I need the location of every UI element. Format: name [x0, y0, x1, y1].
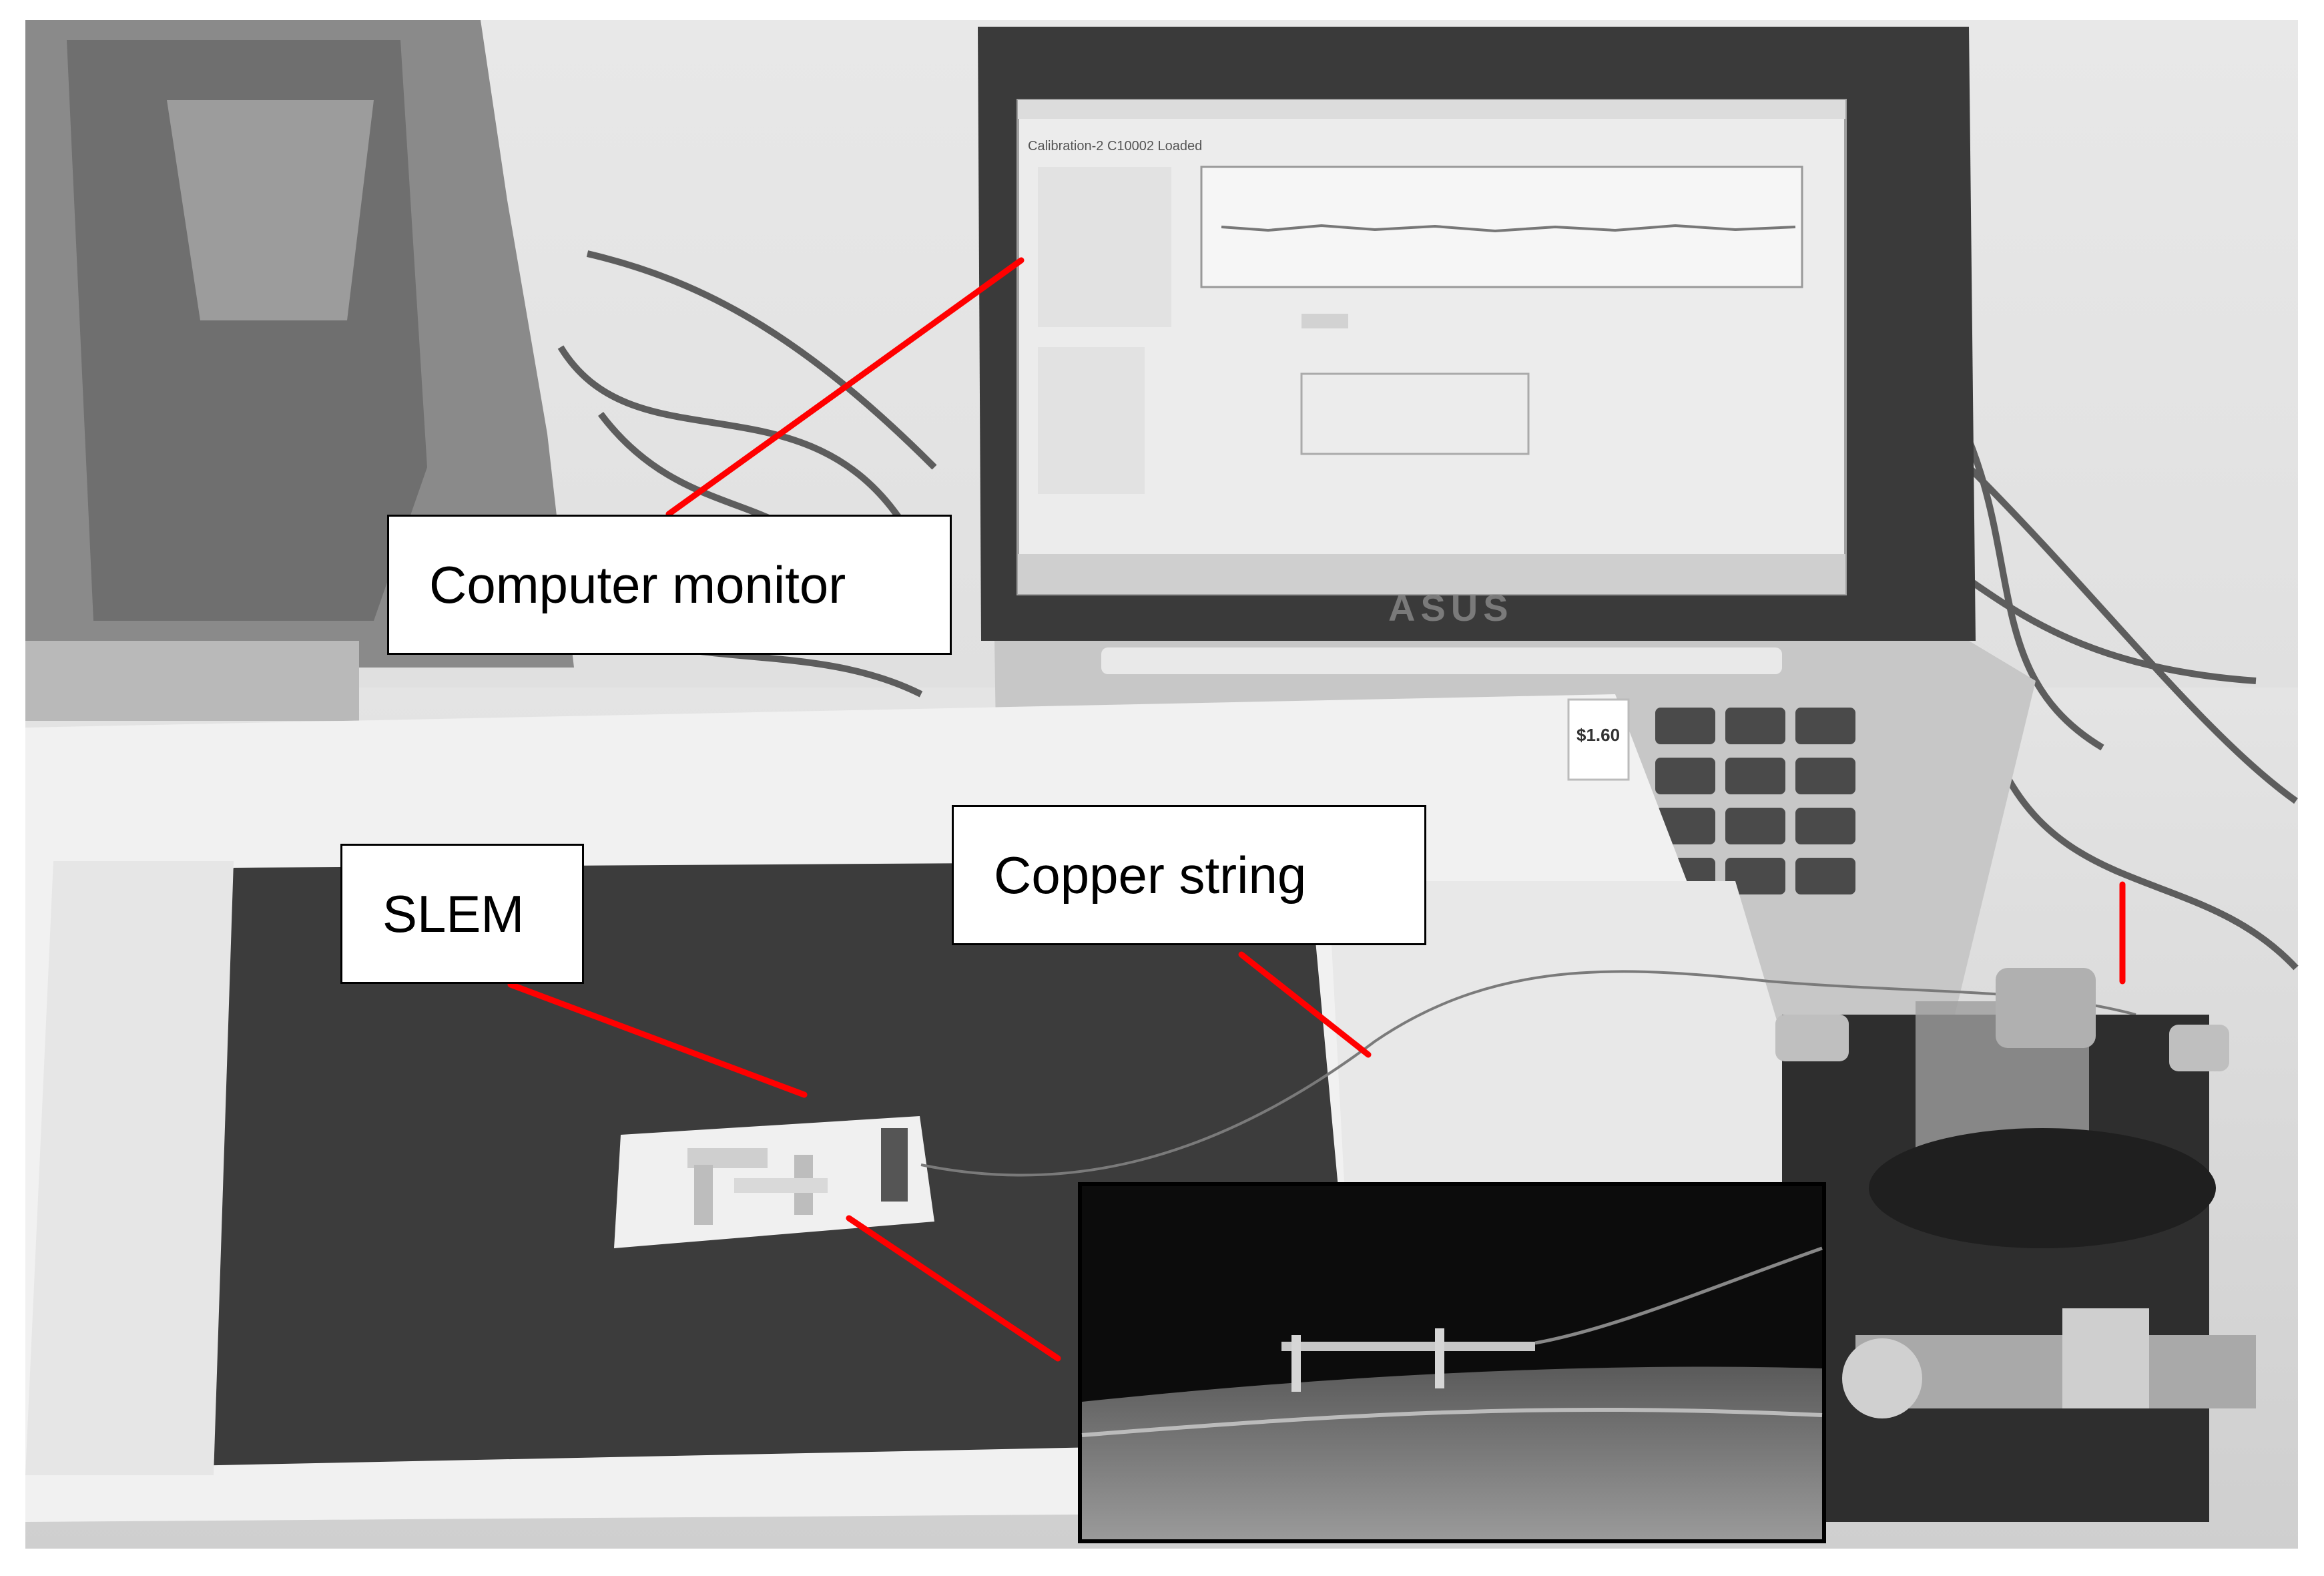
- monitor-pointer-line: [665, 257, 1025, 517]
- label-slem: SLEM: [340, 844, 584, 984]
- laptop-brand-logo: ASUS: [1388, 587, 1514, 629]
- label-slem-text: SLEM: [382, 884, 525, 943]
- label-computer-monitor: Computer monitor: [387, 515, 952, 655]
- inset-pointer-line: [846, 1215, 1061, 1362]
- inset-closeup-photo: [1078, 1182, 1826, 1543]
- price-sticker-text: $1.60: [1576, 725, 1620, 745]
- slem-pointer-line: [507, 981, 808, 1098]
- screen-window-title: Calibration-2 C10002 Loaded: [1028, 139, 1202, 154]
- label-copper-string: Copper string: [952, 805, 1426, 945]
- label-computer-monitor-text: Computer monitor: [429, 555, 846, 614]
- slem-specimen-card: [614, 1116, 934, 1248]
- copper-pointer-line: [1238, 951, 1372, 1058]
- copper-string: [920, 970, 2136, 1177]
- annotation-lines: [507, 257, 2126, 1362]
- kettle: [25, 20, 574, 721]
- micrometer-positioning-stage: [1775, 968, 2256, 1522]
- label-copper-string-text: Copper string: [994, 845, 1307, 904]
